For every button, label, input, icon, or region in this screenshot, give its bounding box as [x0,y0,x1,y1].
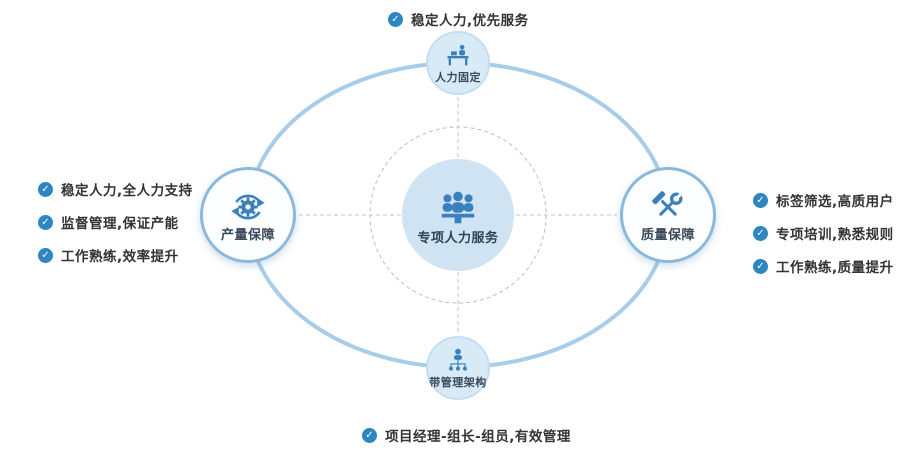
bullet-item: ✓ 标签筛选,高质用户 [753,190,894,210]
node-bottom: 带管理架构 [426,336,490,400]
check-icon: ✓ [753,225,768,241]
check-icon: ✓ [388,11,403,27]
tools-icon [652,191,683,216]
node-right: 质量保障 [620,167,716,263]
node-center: 专项人力服务 [402,159,514,271]
org-chart-icon [449,348,467,371]
node-right-label: 质量保障 [640,227,695,243]
bullet-text: 标签筛选,高质用户 [776,194,894,210]
bullet-item: ✓ 监督管理,保证产能 [38,212,179,232]
check-icon: ✓ [38,181,53,197]
bullet-item: ✓ 项目经理-组长-组员,有效管理 [362,425,571,445]
check-icon: ✓ [38,247,53,263]
node-top-label: 人力固定 [435,70,481,84]
bullet-text: 稳定人力,全人力支持 [61,183,193,199]
check-icon: ✓ [753,192,768,208]
bullet-text: 稳定人力,优先服务 [411,13,529,29]
bullet-text: 监督管理,保证产能 [61,216,179,232]
bullet-text: 工作熟练,效率提升 [61,249,179,265]
center-label: 专项人力服务 [417,230,499,246]
bullet-text: 项目经理-组长-组员,有效管理 [385,429,571,445]
team-icon [441,191,475,224]
person-desk-icon [447,44,469,66]
bullet-item: ✓ 稳定人力,优先服务 [388,9,529,29]
bullet-text: 专项培训,熟悉规则 [776,227,894,243]
node-left-label: 产量保障 [220,227,275,243]
node-left: 产量保障 [200,167,296,263]
check-icon: ✓ [362,427,377,443]
check-icon: ✓ [38,214,53,230]
node-top: 人力固定 [426,31,490,95]
node-bottom-label: 带管理架构 [429,375,487,389]
gear-sync-icon [231,194,265,220]
bullet-item: ✓ 专项培训,熟悉规则 [753,223,894,243]
bullet-item: ✓ 工作熟练,质量提升 [753,256,894,276]
check-icon: ✓ [753,258,768,274]
bullet-item: ✓ 工作熟练,效率提升 [38,245,179,265]
bullet-item: ✓ 稳定人力,全人力支持 [38,179,193,199]
bullet-text: 工作熟练,质量提升 [776,260,894,276]
